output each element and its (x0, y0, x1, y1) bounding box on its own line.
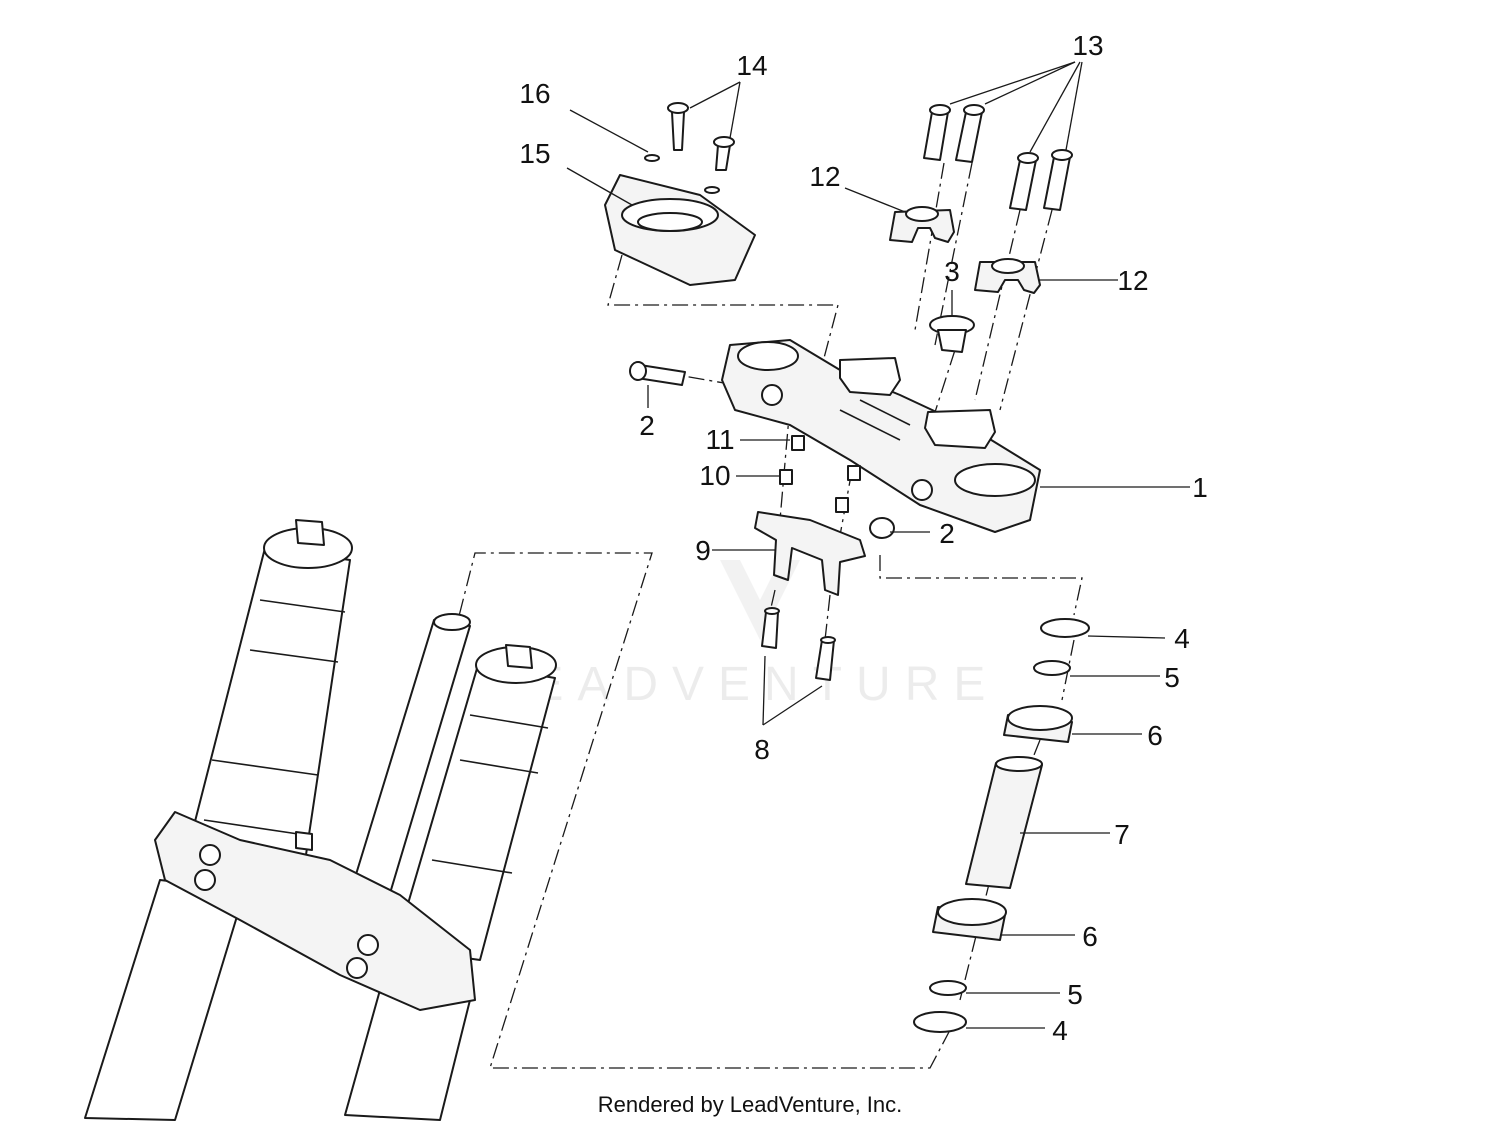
render-credit: Rendered by LeadVenture, Inc. (597, 1092, 903, 1117)
callouts: 13 14 16 15 12 3 12 2 11 10 1 2 9 4 5 6 … (519, 30, 1207, 1046)
callout-8: 8 (754, 734, 770, 765)
stem-nut-3 (929, 315, 975, 353)
callout-5-upper: 5 (1164, 662, 1180, 693)
callout-12-left: 12 (809, 161, 840, 192)
washer-5-upper (1033, 660, 1071, 676)
bolts-8 (761, 607, 836, 681)
washers-16 (644, 154, 720, 194)
callout-15: 15 (519, 138, 550, 169)
fork-assembly (84, 519, 557, 1121)
bolts-13 (923, 104, 1073, 211)
bracket-9 (754, 511, 866, 596)
leader-lines (566, 61, 1190, 1029)
callout-1: 1 (1192, 472, 1208, 503)
callout-4-upper: 4 (1174, 623, 1190, 654)
callout-3: 3 (944, 256, 960, 287)
callout-11: 11 (705, 424, 734, 455)
callout-12-right: 12 (1117, 265, 1148, 296)
callout-7: 7 (1114, 819, 1130, 850)
callout-10: 10 (699, 460, 730, 491)
dust-seal-4-upper (1040, 618, 1090, 638)
handlebar-clamp-cover (604, 174, 756, 286)
upper-triple-clamp-1 (721, 339, 1041, 533)
callout-2-right: 2 (939, 518, 955, 549)
callout-16: 16 (519, 78, 550, 109)
washer-5-lower (929, 980, 967, 996)
callout-13: 13 (1072, 30, 1103, 61)
callout-6-lower: 6 (1082, 921, 1098, 952)
assembly-guide-lines (457, 162, 1083, 1069)
callout-2-left: 2 (639, 410, 655, 441)
callout-14: 14 (736, 50, 767, 81)
callout-4-lower: 4 (1052, 1015, 1068, 1046)
screws-14 (667, 102, 735, 171)
dust-seal-4-lower (913, 1011, 967, 1033)
watermark-text: LEADVENTURE (491, 658, 1000, 711)
callout-6-upper: 6 (1147, 720, 1163, 751)
watermark: LEADVENTURE (491, 560, 1000, 711)
callout-5-lower: 5 (1067, 979, 1083, 1010)
handlebar-clamps-12 (889, 206, 1041, 294)
spacer-tube-7 (965, 762, 1043, 889)
bolts-2 (629, 361, 895, 539)
bearing-stack (913, 618, 1090, 1033)
small-parts-10-11 (779, 435, 861, 513)
callout-9: 9 (695, 535, 711, 566)
